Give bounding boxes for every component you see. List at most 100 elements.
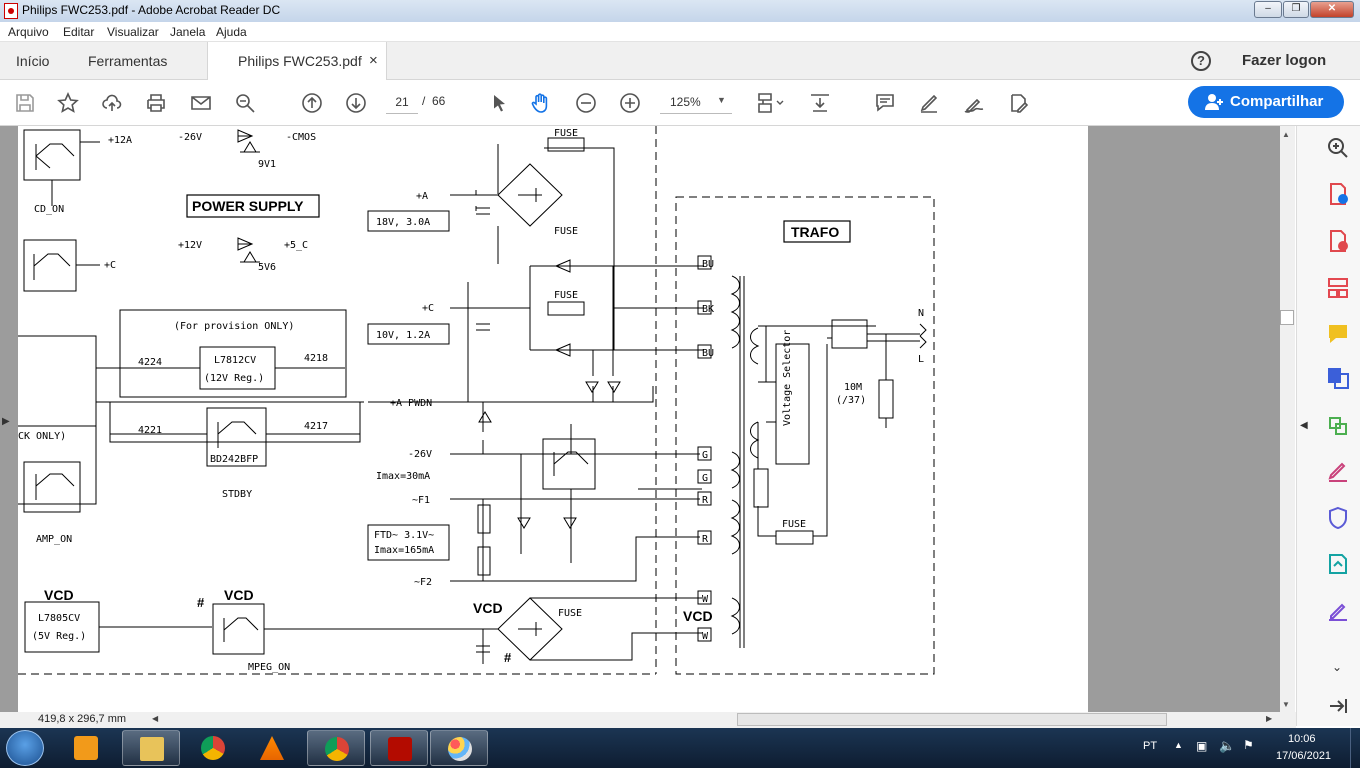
sign-icon[interactable] bbox=[961, 90, 987, 116]
scroll-mode-icon[interactable] bbox=[807, 90, 833, 116]
pdf-page: +12A CD_ON +C -26V -CMOS 9V1 +12V +5_C 5… bbox=[18, 126, 1088, 712]
taskbar-chrome-window[interactable] bbox=[307, 730, 365, 766]
label-ck-only: CK ONLY) bbox=[18, 431, 66, 442]
zoom-out-icon[interactable] bbox=[573, 90, 599, 116]
pin-r-1: R bbox=[702, 495, 709, 506]
start-button[interactable] bbox=[6, 730, 44, 766]
menu-ajuda[interactable]: Ajuda bbox=[216, 25, 247, 39]
horizontal-scroll-thumb[interactable] bbox=[737, 713, 1167, 726]
maximize-button[interactable]: ❐ bbox=[1283, 1, 1309, 18]
label-bd242: BD242BFP bbox=[210, 454, 258, 465]
zoom-in-icon[interactable] bbox=[617, 90, 643, 116]
tab-close-icon[interactable]: × bbox=[369, 52, 378, 69]
page-separator: / bbox=[422, 94, 426, 108]
next-page-icon[interactable] bbox=[343, 90, 369, 116]
organize-pages-icon[interactable] bbox=[1326, 276, 1350, 300]
acrobat-icon bbox=[388, 737, 412, 761]
label-5v6: 5V6 bbox=[258, 262, 276, 273]
taskbar-chrome[interactable] bbox=[184, 730, 242, 766]
combine-files-icon[interactable] bbox=[1326, 366, 1350, 390]
create-pdf-icon[interactable] bbox=[1326, 229, 1350, 253]
upload-cloud-icon[interactable] bbox=[99, 90, 125, 116]
highlight-pen-icon[interactable] bbox=[916, 90, 942, 116]
more-tools-chevron-icon[interactable]: ⌄ bbox=[1332, 660, 1343, 674]
flag-icon[interactable]: ⚑ bbox=[1243, 738, 1254, 752]
compress-pdf-icon[interactable] bbox=[1326, 414, 1350, 438]
collapse-right-icon[interactable] bbox=[1326, 694, 1350, 718]
windows-taskbar: PT ▲ ▣ 🔈 ⚑ 10:06 17/06/2021 bbox=[0, 728, 1360, 768]
zoom-select[interactable]: 125% ▼ bbox=[660, 90, 732, 114]
title-bar: Philips FWC253.pdf - Adobe Acrobat Reade… bbox=[0, 0, 1360, 22]
taskbar-acrobat[interactable] bbox=[370, 730, 428, 766]
vertical-scroll-thumb[interactable] bbox=[1280, 310, 1294, 325]
clock-date[interactable]: 17/06/2021 bbox=[1276, 750, 1332, 762]
left-panel-toggle-icon[interactable]: ▶ bbox=[2, 416, 10, 427]
taskbar-explorer[interactable] bbox=[122, 730, 180, 766]
vertical-scrollbar[interactable]: ▲ ▼ bbox=[1280, 126, 1295, 712]
previous-page-icon[interactable] bbox=[299, 90, 325, 116]
comment-icon[interactable] bbox=[872, 90, 898, 116]
label-fuse-1: FUSE bbox=[554, 128, 578, 139]
page-total: 66 bbox=[432, 94, 446, 108]
collapse-pane-icon[interactable]: ◀ bbox=[1300, 420, 1308, 431]
vlc-cone-icon bbox=[260, 736, 284, 760]
scroll-left-icon[interactable]: ◀ bbox=[152, 714, 159, 723]
send-review-icon[interactable] bbox=[1326, 552, 1350, 576]
edit-tool-icon[interactable] bbox=[1005, 90, 1031, 116]
sign-in-link[interactable]: Fazer logon bbox=[1242, 52, 1327, 69]
show-hidden-icons-icon[interactable]: ▲ bbox=[1174, 740, 1183, 750]
tab-document[interactable]: Philips FWC253.pdf × bbox=[207, 42, 387, 81]
fill-sign-icon[interactable] bbox=[1326, 460, 1350, 484]
close-window-button[interactable]: ✕ bbox=[1310, 1, 1354, 18]
volume-icon[interactable]: 🔈 bbox=[1219, 738, 1236, 753]
select-cursor-icon[interactable] bbox=[486, 90, 512, 116]
pin-w-2: W bbox=[702, 631, 709, 642]
zoom-search-icon[interactable] bbox=[1326, 136, 1350, 160]
label-imax30: Imax=30mA bbox=[376, 471, 430, 482]
page-display-icon[interactable] bbox=[753, 90, 787, 116]
scroll-right-icon[interactable]: ▶ bbox=[1266, 714, 1273, 723]
document-view[interactable]: ▶ bbox=[0, 126, 1280, 712]
label-ftd: FTD~ 3.1V~ bbox=[374, 530, 434, 541]
label-mpeg-on: MPEG_ON bbox=[248, 662, 290, 673]
search-icon[interactable] bbox=[232, 90, 258, 116]
label-l7805: L7805CV bbox=[38, 613, 80, 624]
protect-shield-icon[interactable] bbox=[1326, 506, 1350, 530]
pin-bu-1: BU bbox=[702, 259, 714, 270]
menu-janela[interactable]: Janela bbox=[170, 25, 206, 39]
comment-panel-icon[interactable] bbox=[1326, 322, 1350, 346]
request-signature-icon[interactable] bbox=[1326, 598, 1350, 622]
taskbar-vlc[interactable] bbox=[243, 730, 301, 766]
label-4221: 4221 bbox=[138, 425, 162, 436]
share-button[interactable]: Compartilhar bbox=[1188, 86, 1344, 118]
title-vcd-1: VCD bbox=[44, 587, 74, 603]
page-size-label: 419,8 x 296,7 mm bbox=[38, 713, 127, 725]
label-37: (/37) bbox=[836, 395, 866, 406]
menu-visualizar[interactable]: Visualizar bbox=[107, 25, 159, 39]
tab-tools[interactable]: Ferramentas bbox=[88, 53, 168, 69]
label-provision: (For provision ONLY) bbox=[174, 321, 294, 332]
bookmark-star-icon[interactable] bbox=[55, 90, 81, 116]
language-indicator[interactable]: PT bbox=[1143, 740, 1158, 752]
taskbar-media-player[interactable] bbox=[57, 730, 115, 766]
scroll-down-icon[interactable]: ▼ bbox=[1282, 700, 1290, 709]
page-number-input[interactable]: 21 bbox=[386, 90, 418, 114]
minimize-button[interactable]: ‒ bbox=[1254, 1, 1282, 18]
taskbar-paint[interactable] bbox=[430, 730, 488, 766]
hand-tool-icon[interactable] bbox=[528, 90, 554, 116]
export-pdf-icon[interactable] bbox=[1326, 182, 1350, 206]
label-4218: 4218 bbox=[304, 353, 328, 364]
save-icon[interactable] bbox=[12, 90, 38, 116]
help-icon[interactable]: ? bbox=[1191, 51, 1211, 71]
label-plus-c: +C bbox=[104, 260, 116, 271]
email-icon[interactable] bbox=[188, 90, 214, 116]
show-desktop-button[interactable] bbox=[1350, 728, 1360, 768]
menu-editar[interactable]: Editar bbox=[63, 25, 95, 39]
pin-r-2: R bbox=[702, 534, 709, 545]
print-icon[interactable] bbox=[143, 90, 169, 116]
network-icon[interactable]: ▣ bbox=[1196, 739, 1208, 753]
clock-time[interactable]: 10:06 bbox=[1288, 733, 1316, 745]
scroll-up-icon[interactable]: ▲ bbox=[1282, 130, 1290, 139]
menu-arquivo[interactable]: Arquivo bbox=[8, 25, 49, 39]
tab-home[interactable]: Início bbox=[16, 53, 50, 69]
